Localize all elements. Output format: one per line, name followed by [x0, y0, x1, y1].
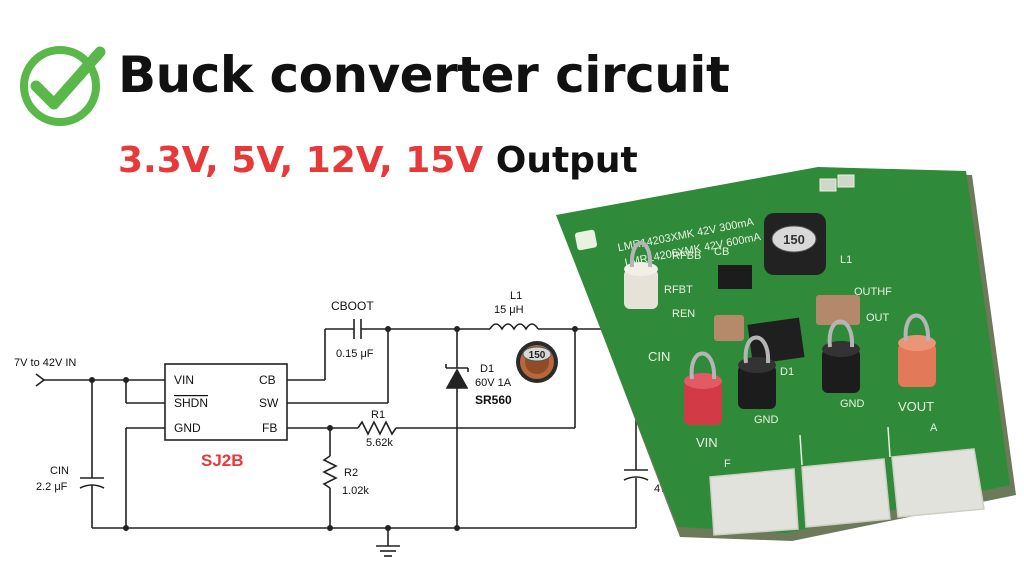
cin-value: 2.2 μF: [36, 481, 68, 493]
board-label-rfbb: RFBB: [672, 250, 701, 262]
board-label-gnd1: GND: [754, 414, 779, 426]
pad-a: [891, 448, 985, 518]
board-label-cb: CB: [714, 246, 729, 258]
pin-gnd: GND: [174, 421, 201, 435]
board-inductor-marking: 150: [783, 232, 805, 247]
board-label-l1: L1: [840, 254, 852, 266]
r1-value: 5.62k: [366, 437, 393, 449]
cboot-name: CBOOT: [331, 299, 374, 313]
pin-shdn: SHDN: [174, 396, 208, 410]
board-label-vin: VIN: [696, 435, 718, 450]
board-label-f: F: [724, 458, 731, 470]
board-label-ren: REN: [672, 308, 695, 320]
page-subtitle: 3.3V, 5V, 12V, 15V Output: [118, 140, 638, 181]
board-label-out: OUT: [866, 312, 890, 324]
check-circle-icon: [20, 46, 106, 126]
inductor-photo: [516, 341, 558, 383]
resistor-r1: [357, 420, 397, 436]
ic-name: SJ2B: [201, 451, 244, 470]
pad-mid: [801, 458, 891, 528]
pin-cb: CB: [259, 373, 276, 387]
subtitle-output: Output: [495, 140, 638, 181]
r2-name: R2: [344, 467, 358, 479]
input-label: 7V to 42V IN: [14, 357, 76, 369]
inductor-l1: [489, 323, 539, 331]
test-point-gnd2: [822, 319, 860, 393]
pad-f: [709, 468, 799, 536]
board-label-d1: D1: [780, 366, 794, 378]
ic-box: [164, 363, 288, 441]
pin-sw: SW: [259, 396, 279, 410]
d1-rating: 60V 1A: [475, 377, 512, 389]
test-point-vin: [684, 351, 722, 425]
diode-d1: [445, 368, 469, 389]
resistor-r2: [322, 455, 338, 489]
test-point-vout: [898, 313, 936, 387]
board-label-rfbt: RFBT: [664, 284, 693, 296]
d1-name: D1: [480, 363, 494, 375]
cboot-value: 0.15 μF: [336, 348, 374, 360]
r1-name: R1: [371, 409, 385, 421]
d1-part: SR560: [475, 393, 512, 407]
subtitle-voltages: 3.3V, 5V, 12V, 15V: [118, 140, 484, 181]
l1-name: L1: [510, 290, 522, 302]
page-title: Buck converter circuit: [118, 46, 730, 104]
r2-value: 1.02k: [342, 485, 369, 497]
pin-fb: FB: [262, 421, 277, 435]
board-label-gnd2: GND: [840, 398, 865, 410]
board-label-cin: CIN: [648, 349, 670, 364]
pcb-board: LMR14203XMK 42V 300mA LMR14206XMK 42V 60…: [556, 167, 1016, 541]
inductor-marking: 150: [529, 350, 546, 361]
input-arrow: [35, 373, 46, 387]
board-label-vout: VOUT: [898, 399, 934, 414]
test-point-white: [624, 241, 658, 309]
test-point-gnd1: [738, 335, 776, 409]
board-label-a: A: [930, 422, 938, 434]
buck-schematic: 150 7V to 42V IN VIN SHDN GND CB SW FB S…: [14, 290, 666, 557]
cin-name: CIN: [50, 465, 69, 477]
l1-value: 15 μH: [494, 304, 524, 316]
board-label-outhf: OUTHF: [854, 286, 892, 298]
pin-vin: VIN: [174, 373, 194, 387]
ti-logo-icon: [574, 229, 598, 251]
